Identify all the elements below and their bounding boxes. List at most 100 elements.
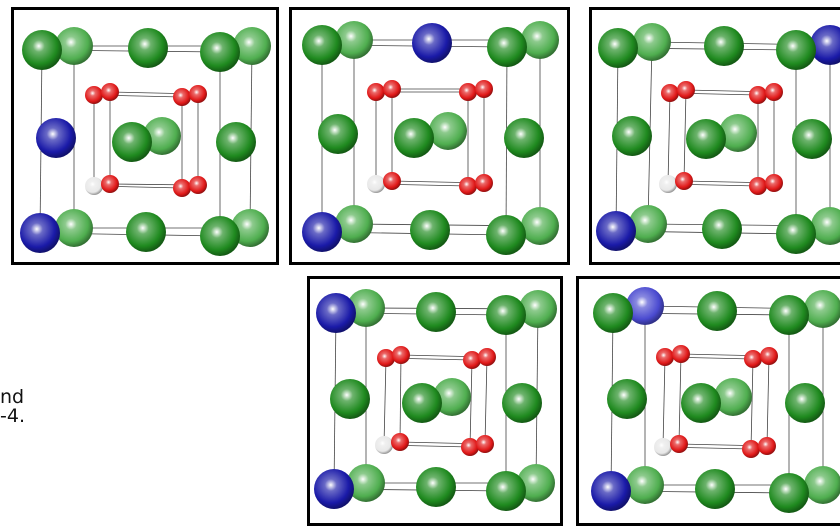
caption-line-2: -4.: [0, 405, 25, 427]
green-atom-front: [502, 383, 542, 423]
green-atom-front: [504, 118, 544, 158]
white-atom: [659, 175, 677, 193]
green-atom-back: [519, 290, 557, 328]
blue-atom: [412, 23, 452, 63]
inner-cell-line: [667, 92, 671, 185]
green-atom-back: [347, 289, 385, 327]
green-atom-back: [433, 378, 471, 416]
green-atom-back: [233, 27, 271, 65]
red-atom: [475, 174, 493, 192]
red-atom: [377, 349, 395, 367]
green-atom-back: [719, 114, 757, 152]
green-atom-front: [686, 119, 726, 159]
structure-svg-3: [596, 23, 840, 254]
red-atom: [765, 83, 783, 101]
red-atom: [459, 83, 477, 101]
crystal-structure-panel-3: [589, 7, 840, 265]
inner-cell-line: [399, 354, 402, 443]
red-atom: [475, 80, 493, 98]
green-atom-back: [429, 112, 467, 150]
blue-atom: [810, 25, 840, 65]
red-atom: [101, 83, 119, 101]
green-atom-back: [811, 207, 840, 245]
red-atom: [765, 174, 783, 192]
green-atom-back: [633, 23, 671, 61]
red-atom: [173, 179, 191, 197]
green-atom-front: [776, 30, 816, 70]
crystal-structure-panel-5: [576, 276, 840, 526]
structure-svg-1: [20, 27, 271, 256]
red-atom: [383, 172, 401, 190]
green-atom-back: [804, 290, 840, 328]
green-atom-front: [486, 215, 526, 255]
green-atom-front: [402, 383, 442, 423]
inner-cell-line: [678, 353, 682, 445]
green-atom-front: [776, 214, 816, 254]
green-atom-front: [486, 471, 526, 511]
green-atom-front: [200, 216, 240, 256]
green-atom-back: [335, 205, 373, 243]
green-atom-front: [126, 212, 166, 252]
green-atom-front: [769, 295, 809, 335]
red-atom: [478, 348, 496, 366]
blue-atom: [20, 213, 60, 253]
green-atom-front: [681, 383, 721, 423]
inner-cell-line: [662, 356, 666, 448]
green-atom-front: [216, 122, 256, 162]
red-atom: [85, 86, 103, 104]
red-atom: [758, 437, 776, 455]
crystal-structure-panel-2: [289, 7, 570, 265]
green-atom-front: [607, 379, 647, 419]
crystal-structure-panel-1: [11, 7, 279, 265]
green-atom-back: [521, 207, 559, 245]
green-atom-front: [416, 467, 456, 507]
red-atom: [742, 440, 760, 458]
inner-cell-line: [469, 359, 473, 448]
green-atom-back: [629, 205, 667, 243]
green-atom-front: [704, 26, 744, 66]
red-atom: [173, 88, 191, 106]
red-atom: [391, 433, 409, 451]
green-atom-back: [347, 464, 385, 502]
green-atom-front: [792, 119, 832, 159]
red-atom: [463, 351, 481, 369]
green-atom-front: [318, 114, 358, 154]
blue-atom: [316, 293, 356, 333]
inner-cell-line: [383, 357, 387, 446]
red-atom: [670, 435, 688, 453]
green-atom-back: [517, 464, 555, 502]
green-atom-front: [22, 30, 62, 70]
green-atom-front: [702, 209, 742, 249]
blue-atom: [302, 212, 342, 252]
red-atom: [461, 438, 479, 456]
red-atom: [392, 346, 410, 364]
green-atom-back: [626, 466, 664, 504]
green-atom-front: [785, 383, 825, 423]
green-atom-front: [200, 32, 240, 72]
white-atom: [367, 175, 385, 193]
green-atom-back: [143, 117, 181, 155]
green-atom-back: [55, 209, 93, 247]
blue-atom: [36, 118, 76, 158]
blue-atom: [596, 211, 636, 251]
structure-svg-5: [591, 287, 840, 513]
inner-cell-line: [683, 89, 687, 182]
green-atom-back: [55, 27, 93, 65]
green-atom-front: [695, 469, 735, 509]
red-atom: [677, 81, 695, 99]
green-atom-back: [335, 21, 373, 59]
caption-line-1: nd: [0, 386, 25, 408]
green-atom-front: [769, 473, 809, 513]
blue-atom: [314, 469, 354, 509]
structure-svg-2: [302, 21, 559, 255]
green-atom-front: [598, 28, 638, 68]
crystal-structure-panel-4: [307, 276, 563, 526]
red-atom: [661, 84, 679, 102]
red-atom: [367, 83, 385, 101]
green-atom-front: [112, 122, 152, 162]
red-atom: [749, 177, 767, 195]
partial-caption-text: nd -4.: [0, 388, 25, 426]
red-atom: [189, 176, 207, 194]
red-atom: [675, 172, 693, 190]
inner-cell-line: [484, 356, 488, 445]
